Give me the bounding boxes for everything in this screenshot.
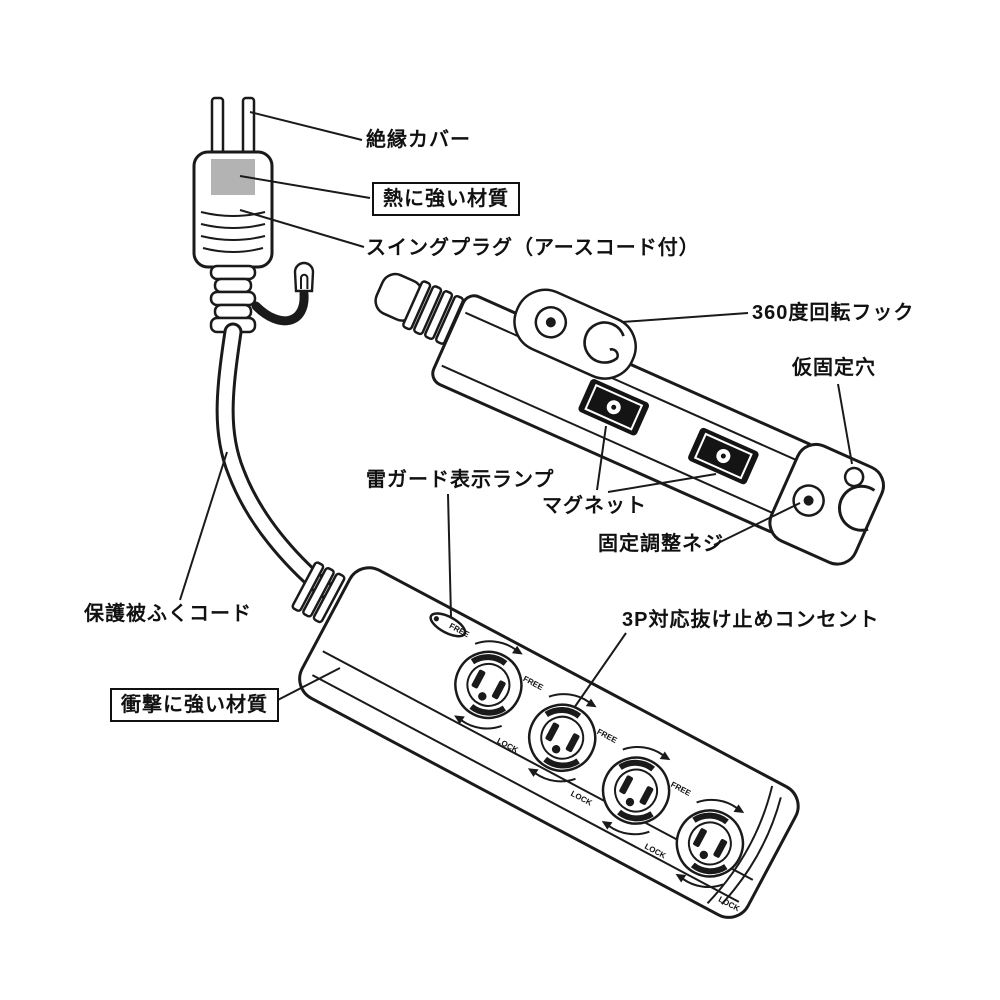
plug-prong-left	[210, 96, 225, 160]
label-outlet-3p: 3P対応抜け止めコンセント	[622, 609, 880, 631]
magnet-2	[688, 427, 759, 485]
leader-insulation-cover	[249, 111, 363, 141]
leader-magnet-2	[607, 473, 717, 493]
label-swing-plug: スイングプラグ（アースコード付）	[366, 237, 700, 259]
end-hook-curl	[838, 484, 876, 532]
label-surge-lamp: 雷ガード表示ランプ	[366, 469, 555, 491]
leader-rotating-hook	[621, 312, 749, 323]
leader-magnet-1	[596, 425, 607, 491]
leader-protective-cord	[179, 451, 228, 601]
plug-prong-right	[241, 96, 256, 160]
leader-shock-resistant	[269, 667, 341, 705]
leader-surge-lamp	[447, 493, 452, 618]
locking-outlet-3: FREE LOCK	[595, 727, 671, 861]
earth-cord-drawing	[251, 261, 315, 326]
label-heat-resistant: 熱に強い材質	[372, 182, 520, 216]
leader-heat-resistant	[239, 175, 371, 199]
label-magnet: マグネット	[542, 495, 647, 517]
magnet-1	[578, 379, 650, 436]
label-adjust-screw: 固定調整ネジ	[598, 533, 724, 555]
protective-cord-drawing	[215, 322, 334, 599]
leader-temp-fix-hole	[837, 383, 853, 465]
hook-curl	[583, 321, 625, 364]
swing-plug-drawing	[192, 96, 274, 334]
label-rotating-hook: 360度回転フック	[752, 302, 915, 324]
label-shock-resistant: 衝撃に強い材質	[110, 688, 279, 722]
leader-outlet-3p	[573, 632, 627, 709]
label-insulation-cover: 絶縁カバー	[366, 129, 471, 151]
label-protective-cord: 保護被ふくコード	[84, 603, 252, 625]
surge-lamp	[429, 612, 467, 638]
label-temp-fix-hole: 仮固定穴	[792, 357, 876, 379]
temp-fix-hole	[843, 466, 865, 488]
leader-lines	[179, 111, 853, 709]
plug-neck-ribs	[209, 264, 257, 334]
leader-adjust-screw	[713, 502, 801, 546]
strip-front-view: FREE LOCK FREE LOCK	[291, 561, 800, 919]
leader-swing-plug	[239, 209, 365, 248]
strip-back-view	[374, 272, 885, 566]
